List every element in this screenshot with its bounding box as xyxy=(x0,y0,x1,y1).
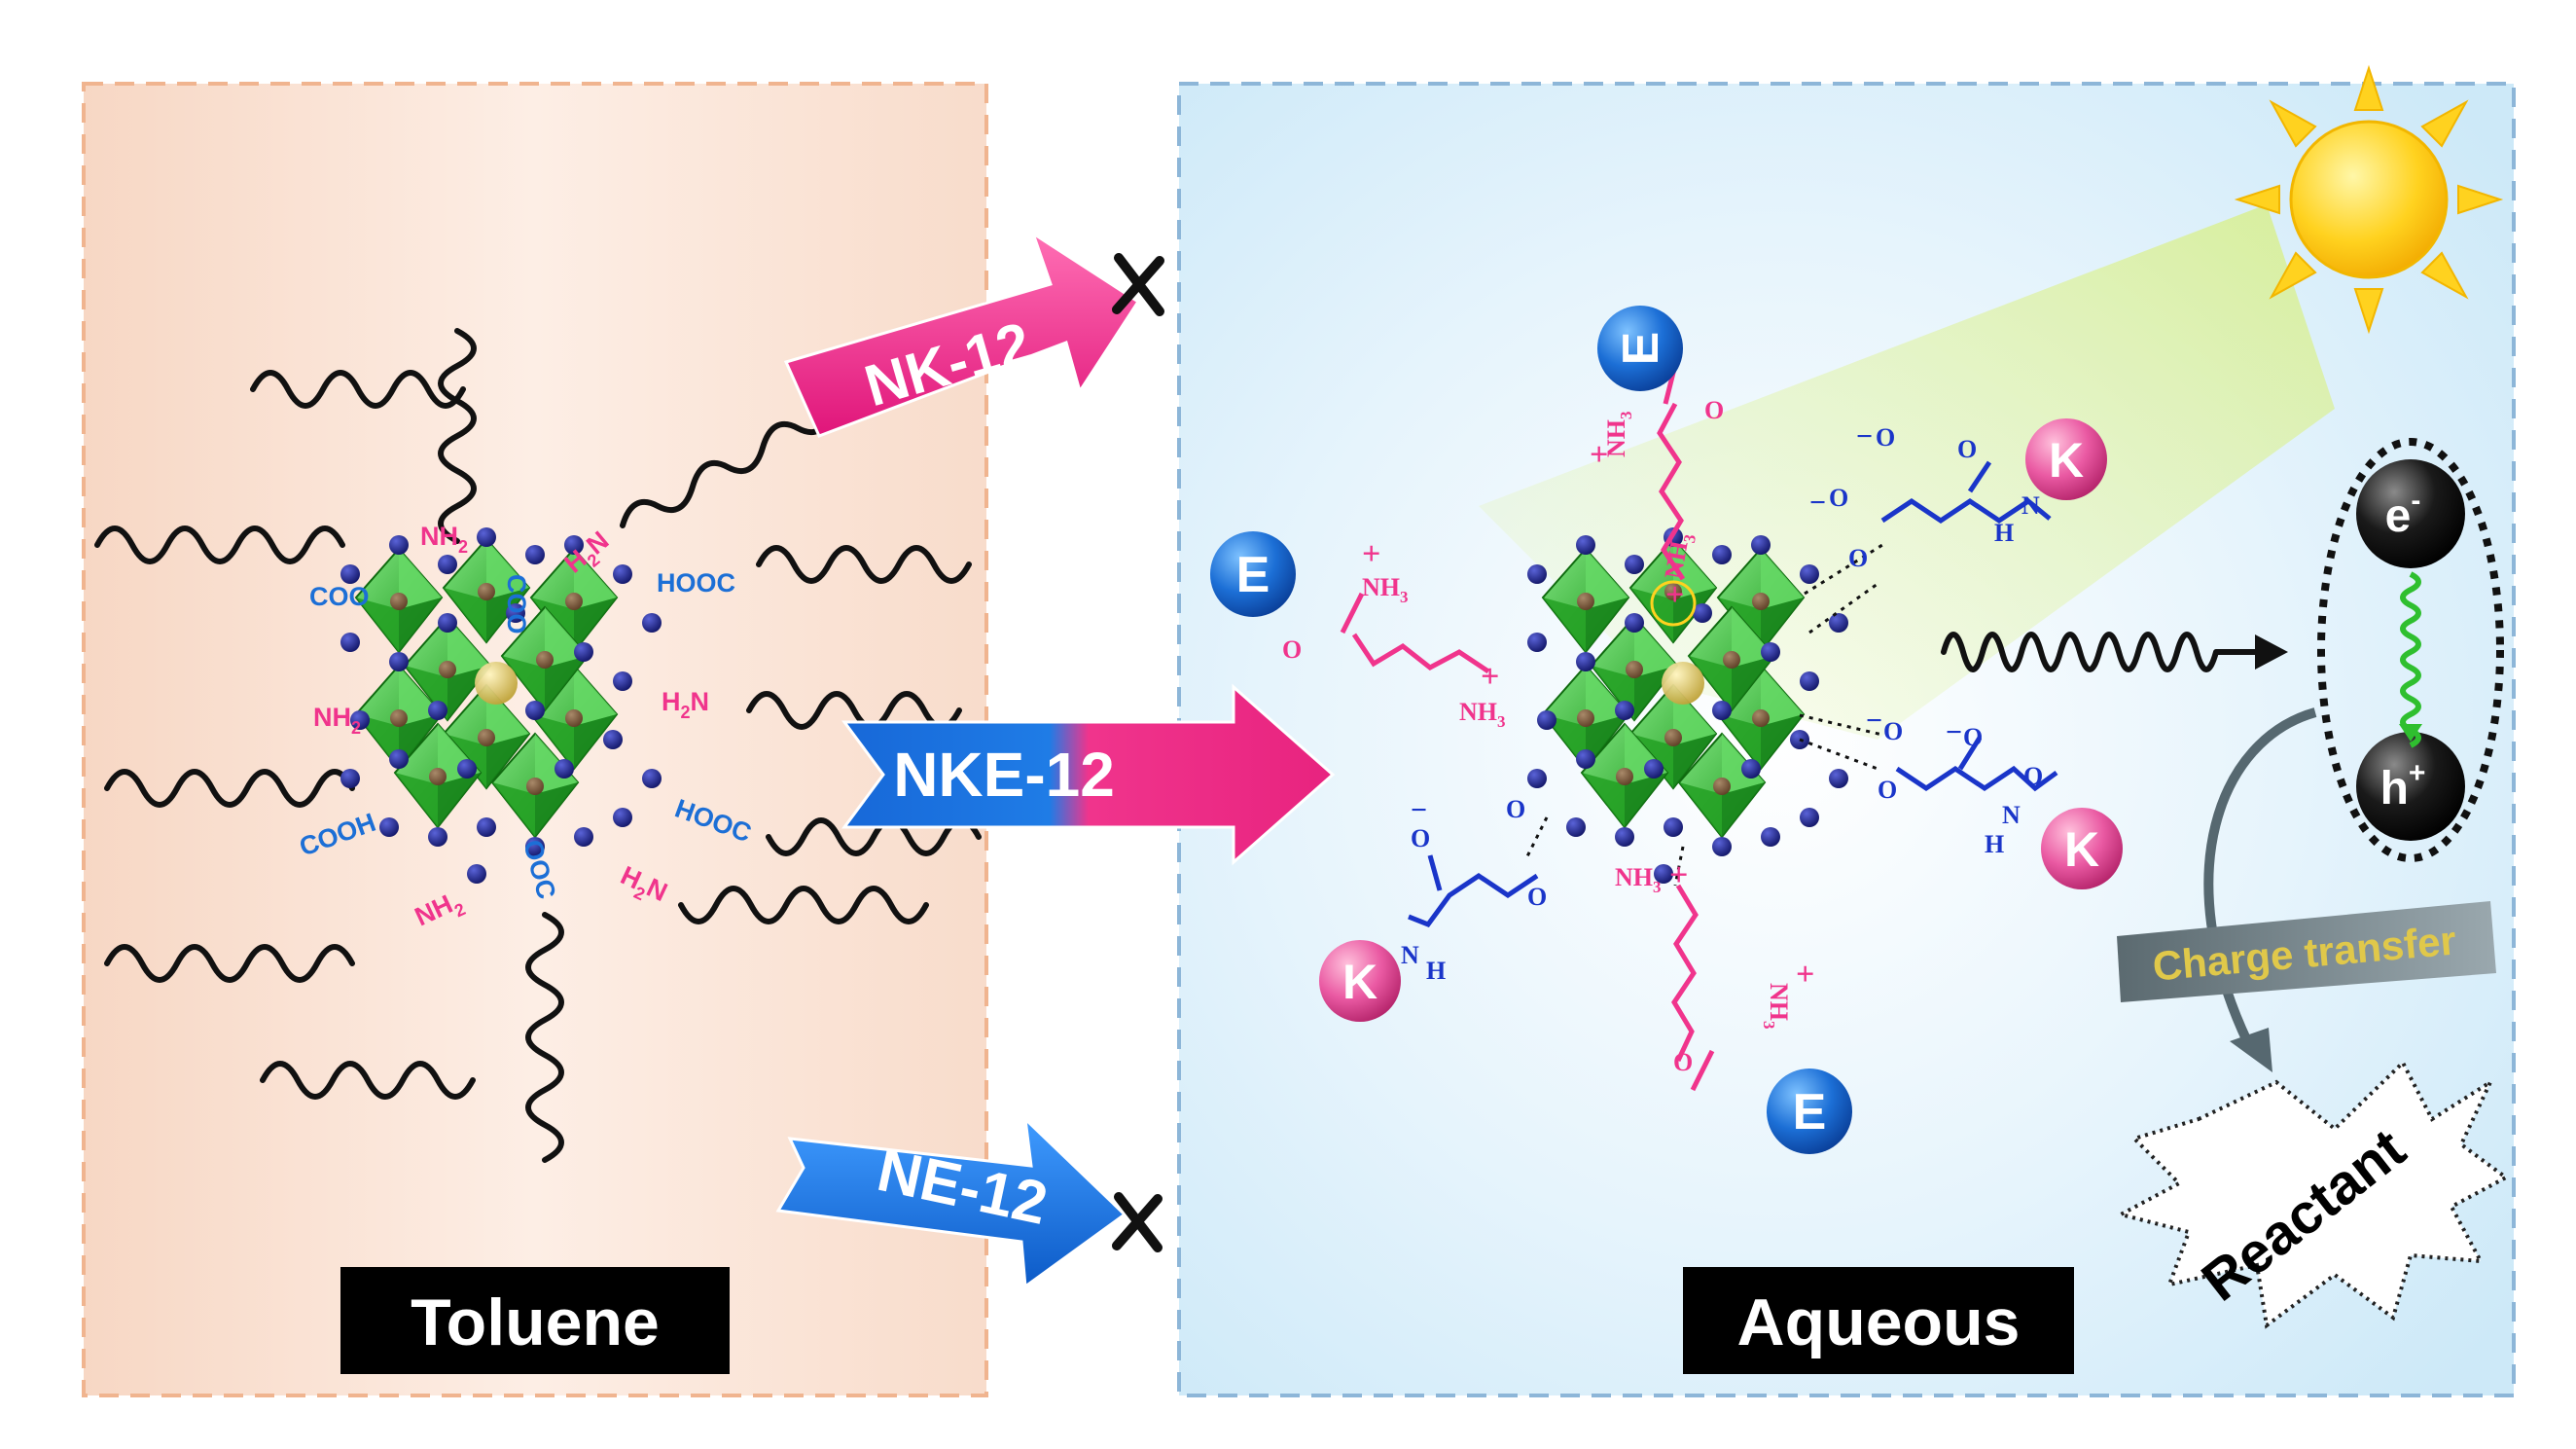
o-label-glu5b: O xyxy=(1506,795,1525,823)
n-label-glu5: N xyxy=(1401,941,1419,969)
plus-center: + xyxy=(1665,577,1684,613)
aqueous-label-box: Aqueous xyxy=(1683,1267,2074,1374)
nh3-label-center: NH3 xyxy=(1659,530,1699,582)
nh3-label-mid: NH3 xyxy=(1459,698,1506,731)
cross-mark-top xyxy=(1112,253,1164,316)
plus-mid: + xyxy=(1481,659,1499,695)
plus-top: + xyxy=(1590,437,1608,473)
plus-bottom2: + xyxy=(1796,957,1814,993)
o-label-glu1a: O xyxy=(1876,423,1895,452)
minus-glu1a: − xyxy=(1856,420,1873,453)
svg-text:Aqueous: Aqueous xyxy=(1737,1286,2021,1359)
o-label-glu3b: O xyxy=(2023,762,2043,790)
minus-glu4a: − xyxy=(1866,705,1882,737)
nh2-label-1: NH2 xyxy=(420,522,468,557)
svg-text:e-: e- xyxy=(2385,485,2421,542)
h-label-glu3: H xyxy=(1985,830,2004,858)
svg-text:K: K xyxy=(1342,955,1377,1009)
hole-sphere: h+ xyxy=(2356,732,2465,841)
plus-bottom: + xyxy=(1669,857,1688,893)
lys-sphere-left: K xyxy=(1319,940,1401,1022)
o-label-glu2a: O xyxy=(1829,484,1848,512)
charge-transfer-label: Charge transfer xyxy=(2117,901,2496,1002)
svg-text:E: E xyxy=(1613,332,1669,366)
h2n-label-2: H2N xyxy=(662,687,709,722)
n-label-glu3: N xyxy=(2002,801,2021,829)
svg-text:h+: h+ xyxy=(2380,757,2426,815)
arrow-nke12: NKE-12 xyxy=(841,683,1336,866)
lys-sphere-right: K xyxy=(2041,808,2123,889)
exciton-spring xyxy=(2400,571,2421,748)
svg-text:Toluene: Toluene xyxy=(411,1286,660,1359)
o-label-top: O xyxy=(1704,396,1724,424)
nh3-label-bottom: NH3 xyxy=(1615,863,1662,896)
nh3-label-bottom2: NH3 xyxy=(1760,983,1793,1030)
right-nanocrystal: NH3 + O NH3 + O NH3 + NH3 + NH3 + O NH3 … xyxy=(1210,306,2123,1154)
minus-glu2a: − xyxy=(1809,487,1826,519)
svg-text:E: E xyxy=(1793,1084,1827,1141)
glu-sphere-bottom: E xyxy=(1767,1069,1852,1154)
o-label-glu5c: O xyxy=(1527,883,1547,911)
nh2-label-2: NH2 xyxy=(313,703,361,738)
coo-label-top: COO xyxy=(502,574,531,634)
o-label-glu5a: O xyxy=(1411,824,1430,852)
highlight-ring xyxy=(1650,580,1697,627)
plus-left: + xyxy=(1362,536,1380,572)
o-label-bottom: O xyxy=(1673,1048,1693,1076)
o-label-glu1b: O xyxy=(1957,435,1977,463)
h-label-glu1: H xyxy=(1994,519,2014,547)
glu-sphere-left: E xyxy=(1210,531,1296,617)
svg-text:NKE-12: NKE-12 xyxy=(893,740,1115,810)
o-label-glu4a: O xyxy=(1883,717,1903,745)
photon-wave xyxy=(1941,632,2288,672)
sun-icon xyxy=(2234,64,2504,335)
minus-glu5a: − xyxy=(1411,794,1427,826)
cross-mark-bottom xyxy=(1112,1192,1163,1252)
svg-text:E: E xyxy=(1236,547,1270,603)
reactant-burst: Reactant xyxy=(2115,1059,2510,1329)
svg-text:K: K xyxy=(2049,433,2084,488)
nh3-label-top: NH3 xyxy=(1602,412,1635,458)
minus-glu3a: − xyxy=(1946,716,1962,748)
electron-sphere: e- xyxy=(2356,459,2465,568)
o-label-glu3a: O xyxy=(1963,723,1983,751)
exciton-ellipse xyxy=(2317,438,2504,862)
svg-text:K: K xyxy=(2064,822,2099,877)
o-label-glu2b: O xyxy=(1848,544,1868,572)
n-label-glu1: N xyxy=(2021,491,2040,520)
toluene-label-box: Toluene xyxy=(340,1267,730,1374)
cooh-label-1: COO xyxy=(309,582,370,611)
lys-sphere-top: K xyxy=(2025,418,2107,500)
glu-sphere-top: E xyxy=(1597,306,1683,391)
o-label-glu4b: O xyxy=(1878,776,1897,804)
h-label-glu5: H xyxy=(1426,957,1446,985)
o-label-left: O xyxy=(1282,635,1302,664)
hooc-label-1: HOOC xyxy=(657,568,735,598)
nh3-label-left: NH3 xyxy=(1362,573,1409,606)
